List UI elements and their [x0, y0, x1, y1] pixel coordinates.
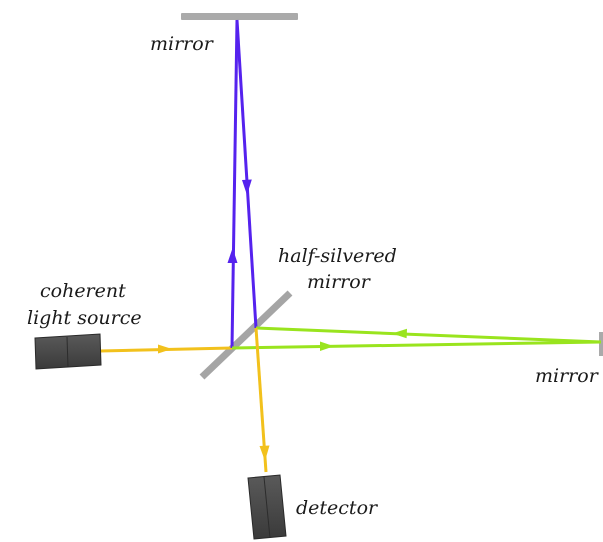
vertical-arm-beam-up: [230, 19, 239, 349]
half-silvered-mirror: [199, 290, 293, 380]
detector-seam: [263, 476, 271, 539]
top-mirror-label: mirror: [150, 33, 215, 55]
horizontal-arm-beam-back: [255, 326, 602, 344]
horizontal-arm-beam-out: [231, 340, 602, 350]
light-source-seam: [66, 336, 69, 368]
right-mirror-label: mirror: [535, 365, 600, 387]
top-mirror: [181, 13, 298, 20]
half-silvered-label-line2: mirror: [307, 271, 372, 293]
vertical-arm-beam-down: [235, 19, 258, 329]
source-label-line1: coherent: [40, 280, 126, 302]
horizontal-arm-back-arrow: [392, 328, 407, 339]
vertical-arm-down-arrow: [242, 179, 252, 195]
source-label-line2: light source: [27, 307, 142, 329]
source-beam-arrow: [158, 344, 172, 354]
vertical-arm-up-arrow: [227, 248, 238, 263]
half-silvered-label-line1: half-silvered: [278, 245, 397, 267]
horizontal-arm-out-arrow: [320, 341, 334, 351]
light-source: [34, 333, 102, 370]
detector-beam-arrow: [259, 445, 270, 461]
detector-label: detector: [296, 497, 379, 519]
